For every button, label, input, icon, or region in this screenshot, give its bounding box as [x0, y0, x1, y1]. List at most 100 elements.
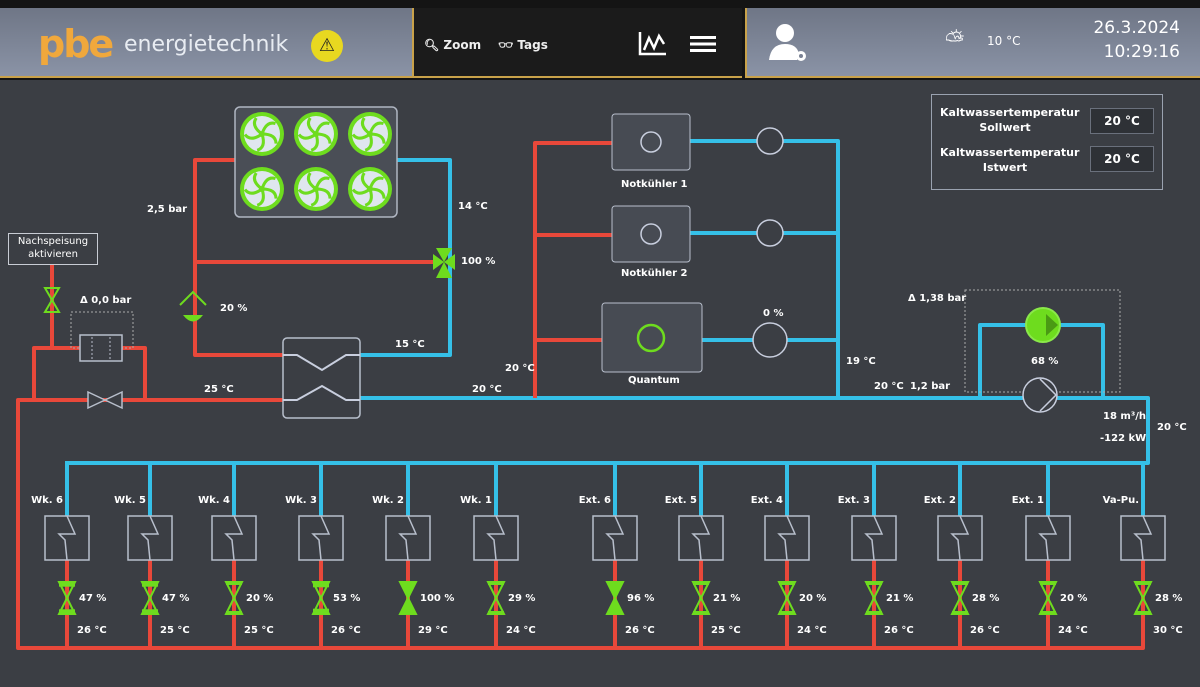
consumer-6[interactable] — [592, 463, 638, 648]
main-pump-running-icon[interactable] — [1025, 307, 1061, 343]
pump-dp-frame — [964, 289, 1121, 393]
return-temp: 29 °C — [418, 625, 448, 636]
notkuehler-1-label: Notkühler 1 — [621, 179, 688, 190]
heat-exchanger-plates-icon — [283, 354, 360, 401]
consumer-4[interactable] — [385, 463, 431, 648]
pump-icon[interactable] — [756, 127, 784, 155]
valve-icon[interactable] — [398, 581, 418, 615]
makeup-valve-icon[interactable] — [43, 287, 61, 313]
menu-icon[interactable] — [690, 34, 716, 54]
warning-triangle-icon[interactable]: ⚠ — [311, 30, 343, 62]
return-temp: 26 °C — [331, 625, 361, 636]
valve-icon[interactable] — [1133, 581, 1153, 615]
user-settings-icon[interactable] — [767, 20, 811, 64]
three-way-valve-icon[interactable] — [433, 248, 455, 278]
valve-position: 53 % — [333, 593, 361, 604]
notkuehler-return-temp: 19 °C — [846, 356, 876, 367]
consumer-11[interactable] — [1025, 463, 1071, 648]
valve-position: 96 % — [627, 593, 655, 604]
brand-panel: pbe energietechnik ⚠ — [0, 8, 414, 78]
pump-speed: 68 % — [1031, 356, 1059, 367]
valve-icon[interactable] — [57, 581, 77, 615]
status-panel: ⛅︎ 10 °C 26.3.2024 10:29:16 — [745, 8, 1200, 78]
consumer-name: Wk. 6 — [31, 495, 63, 506]
tags-label: Tags — [517, 38, 548, 52]
heat-exchanger[interactable] — [282, 337, 361, 419]
fan-icon — [294, 167, 338, 211]
consumer-9[interactable] — [851, 463, 897, 648]
pump-icon[interactable] — [756, 219, 784, 247]
valve-icon[interactable] — [864, 581, 884, 615]
notkuehler-1-unit[interactable] — [611, 113, 691, 171]
valve-icon[interactable] — [691, 581, 711, 615]
consumer-3[interactable] — [298, 463, 344, 648]
valve-icon[interactable] — [605, 581, 625, 615]
zoom-label: Zoom — [443, 38, 482, 52]
weather-cloud-sun-icon: ⛅︎ — [945, 26, 965, 54]
valve-position: 100 % — [420, 593, 455, 604]
consumer-0[interactable] — [44, 463, 90, 648]
consumer-1[interactable] — [127, 463, 173, 648]
shutoff-valve-icon[interactable] — [87, 390, 123, 410]
consumer-5[interactable] — [473, 463, 519, 648]
setpoint-value[interactable]: 20 °C — [1090, 108, 1154, 134]
consumer-7[interactable] — [678, 463, 724, 648]
quantum-unit[interactable] — [601, 302, 703, 373]
zoom-button[interactable]: 🔍︎ Zoom — [424, 38, 481, 52]
return-temp: 25 °C — [204, 384, 234, 395]
valve-position: 20 % — [246, 593, 274, 604]
outdoor-temperature: 10 °C — [987, 34, 1021, 48]
valve-icon[interactable] — [224, 581, 244, 615]
consumer-12[interactable] — [1120, 463, 1166, 648]
valve-position: 47 % — [79, 593, 107, 604]
valve-icon[interactable] — [311, 581, 331, 615]
valve-icon[interactable] — [777, 581, 797, 615]
consumer-name: Wk. 4 — [198, 495, 230, 506]
compressor-running-icon — [636, 323, 666, 353]
main-pump-standby-icon[interactable] — [1022, 377, 1058, 413]
fan-icon — [348, 112, 392, 156]
recooler-out-temp: 14 °C — [458, 201, 488, 212]
main-supply-pipe — [65, 396, 1150, 465]
pump-icon[interactable] — [752, 322, 788, 358]
valve-position: 29 % — [508, 593, 536, 604]
valve-icon[interactable] — [140, 581, 160, 615]
top-bar: pbe energietechnik ⚠ 🔍︎ Zoom 👓︎ Tags ⛅︎ … — [0, 0, 1200, 80]
quantum-pump-speed: 0 % — [763, 308, 784, 319]
bypass-valve-icon[interactable] — [179, 290, 207, 322]
return-temp: 24 °C — [506, 625, 536, 636]
date: 26.3.2024 — [1093, 18, 1180, 38]
consumer-name: Ext. 6 — [578, 495, 611, 506]
valve-icon[interactable] — [1038, 581, 1058, 615]
filter-icon[interactable] — [79, 334, 123, 362]
valve-position: 21 % — [713, 593, 741, 604]
toolbar: 🔍︎ Zoom 👓︎ Tags — [414, 8, 742, 78]
notkuehler-temp: 20 °C — [505, 363, 535, 374]
fan-icon — [240, 167, 284, 211]
tags-button[interactable]: 👓︎ Tags — [498, 38, 548, 52]
return-temp: 26 °C — [970, 625, 1000, 636]
consumer-2[interactable] — [211, 463, 257, 648]
valve-icon[interactable] — [950, 581, 970, 615]
hx-out-temp: 15 °C — [395, 339, 425, 350]
main-supply-temp: 20 °C — [874, 381, 904, 392]
return-temp: 24 °C — [1058, 625, 1088, 636]
consumer-name: Wk. 1 — [460, 495, 492, 506]
return-temp: 26 °C — [884, 625, 914, 636]
trend-chart-icon[interactable] — [638, 30, 668, 56]
actual-value: 20 °C — [1090, 146, 1154, 172]
notkuehler-2-unit[interactable] — [611, 205, 691, 263]
glasses-icon: 👓︎ — [498, 38, 514, 52]
recooler-supply-pipe — [360, 158, 452, 357]
valve-position: 28 % — [1155, 593, 1183, 604]
filter-dp: Δ 0,0 bar — [80, 295, 132, 306]
consumer-name: Wk. 5 — [114, 495, 146, 506]
fan-icon — [294, 112, 338, 156]
zoom-icon: 🔍︎ — [424, 38, 440, 52]
recooler-return-pipe — [193, 158, 283, 357]
consumer-8[interactable] — [764, 463, 810, 648]
valve-icon[interactable] — [486, 581, 506, 615]
consumer-10[interactable] — [937, 463, 983, 648]
